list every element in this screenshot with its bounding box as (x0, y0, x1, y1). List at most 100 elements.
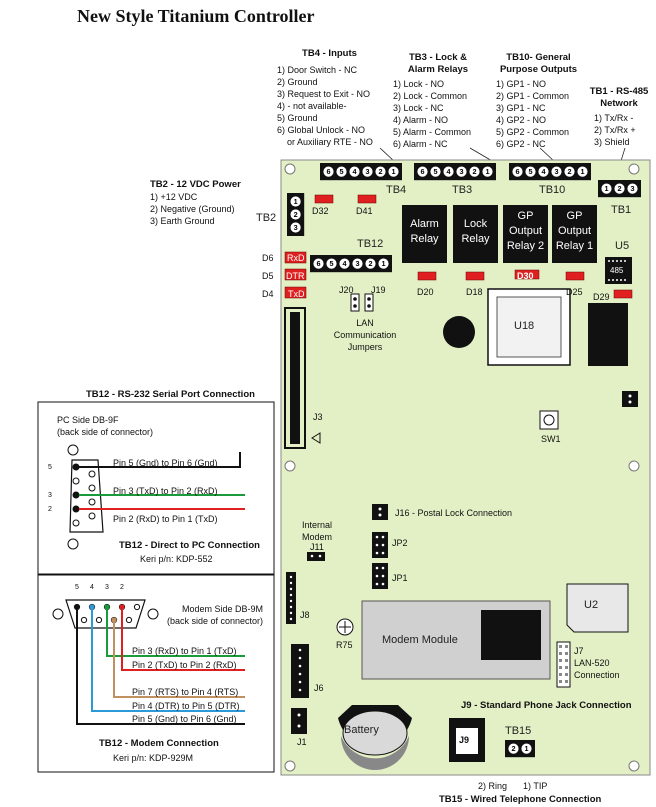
modem-wire-label: Pin 3 (RxD) to Pin 1 (TxD) (132, 646, 237, 656)
terminal-number: 6 (316, 259, 320, 268)
terminal-number: 3 (459, 167, 463, 176)
terminal-screw[interactable] (364, 257, 377, 270)
terminal-screw[interactable] (600, 182, 613, 195)
pin-number: 4 (90, 584, 94, 591)
txd-label: TxD (288, 289, 305, 299)
terminal-number: 2 (567, 167, 571, 176)
terminal-screw[interactable] (507, 742, 520, 755)
terminal-screw[interactable] (537, 165, 550, 178)
lan-jumpers (350, 293, 374, 312)
serial-caption: TB12 - Direct to PC Connection (119, 540, 260, 551)
terminal-screw[interactable] (613, 182, 626, 195)
d25-led (565, 271, 585, 281)
terminal-screw[interactable] (550, 165, 563, 178)
side-connector (622, 391, 638, 407)
power-component (588, 303, 628, 366)
terminal-screw[interactable] (416, 165, 429, 178)
terminal-number: 1 (391, 167, 395, 176)
d18-label: D18 (466, 287, 483, 297)
internal-modem-line: Modem (301, 532, 332, 542)
terminal-screw[interactable] (361, 165, 374, 178)
pin-number: 3 (105, 584, 109, 591)
terminal-screw[interactable] (442, 165, 455, 178)
terminal-screw[interactable] (351, 257, 364, 270)
lan-label-line: Communication (333, 330, 397, 340)
u18-label: U18 (514, 320, 535, 332)
terminal-number: 1 (381, 259, 385, 268)
tb2-item: 3) Earth Ground (150, 216, 215, 226)
terminal-screw[interactable] (511, 165, 524, 178)
terminal-number: 2 (511, 744, 515, 753)
wire-rts-modem (113, 620, 245, 698)
tb3-item: 4) Alarm - NO (393, 115, 449, 125)
terminal-number: 6 (420, 167, 424, 176)
u5-chip-label: 485 (610, 266, 624, 275)
d20-label: D20 (417, 287, 434, 297)
terminal-number: 5 (329, 259, 333, 268)
terminal-number: 3 (355, 259, 359, 268)
terminal-screw[interactable] (481, 165, 494, 178)
db9m-screw (147, 608, 159, 620)
j20-jumper (350, 293, 360, 312)
terminal-screw[interactable] (289, 221, 302, 234)
terminal-screw[interactable] (374, 165, 387, 178)
modem-caption: TB12 - Modem Connection (99, 738, 219, 749)
tb4-item: 6) Global Unlock - NO (277, 125, 366, 135)
terminal-screw[interactable] (338, 257, 351, 270)
terminal-screw[interactable] (289, 208, 302, 221)
terminal-screw[interactable] (289, 195, 302, 208)
terminal-screw[interactable] (387, 165, 400, 178)
j6-label: J6 (314, 683, 324, 693)
tb2-item: 1) +12 VDC (150, 192, 198, 202)
terminal-screw[interactable] (576, 165, 589, 178)
pin-number: 5 (48, 464, 52, 471)
terminal-number: 6 (326, 167, 330, 176)
terminal-screw[interactable] (520, 742, 533, 755)
terminal-screw[interactable] (322, 165, 335, 178)
terminal-screw[interactable] (325, 257, 338, 270)
tb1-legend: TB1 - RS-485 Network 1) Tx/Rx - 2) Tx/Rx… (586, 86, 652, 148)
serial-wires (76, 452, 245, 510)
wire-dtr-modem (91, 607, 245, 712)
terminal-screw[interactable] (626, 182, 639, 195)
rxd-label: RxD (287, 253, 305, 263)
tb10-item: 4) GP2 - NO (496, 115, 547, 125)
lan-label-line: LAN (356, 318, 374, 328)
tb1-item: 3) Shield (594, 137, 630, 147)
j7-connection-label: Connection (574, 670, 620, 680)
terminal-number: 2 (294, 210, 298, 219)
j3-slot (290, 312, 300, 444)
tb4-item: 2) Ground (277, 77, 318, 87)
terminal-screw[interactable] (468, 165, 481, 178)
d29-led (613, 289, 633, 299)
terminal-screw[interactable] (455, 165, 468, 178)
rxd-led (284, 251, 307, 264)
terminal-screw[interactable] (335, 165, 348, 178)
terminal-number: 6 (515, 167, 519, 176)
internal-modem-line: Internal (301, 520, 333, 530)
terminal-screw[interactable] (524, 165, 537, 178)
tb1-item: 2) Tx/Rx + (594, 125, 636, 135)
r75-label: R75 (336, 640, 353, 650)
d4-label: D4 (262, 289, 274, 299)
j3-label: J3 (313, 412, 323, 422)
j9-header-label: J9 - Standard Phone Jack Connection (461, 700, 632, 711)
terminal-screw[interactable] (348, 165, 361, 178)
j1-header (291, 708, 307, 734)
terminal-screw[interactable] (429, 165, 442, 178)
mounting-hole (628, 460, 640, 472)
buzzer (443, 316, 475, 348)
tb2-item: 2) Negative (Ground) (150, 204, 235, 214)
tb3-label: TB3 (452, 184, 473, 196)
terminal-screw[interactable] (312, 257, 325, 270)
j19-jumper (364, 293, 374, 312)
terminal-screw[interactable] (563, 165, 576, 178)
terminal-number: 1 (485, 167, 489, 176)
tb10-header: Purpose Outputs (499, 64, 578, 75)
pc-side-line: PC Side DB-9F (57, 415, 119, 425)
terminal-screw[interactable] (377, 257, 390, 270)
d29-label: D29 (593, 292, 610, 302)
